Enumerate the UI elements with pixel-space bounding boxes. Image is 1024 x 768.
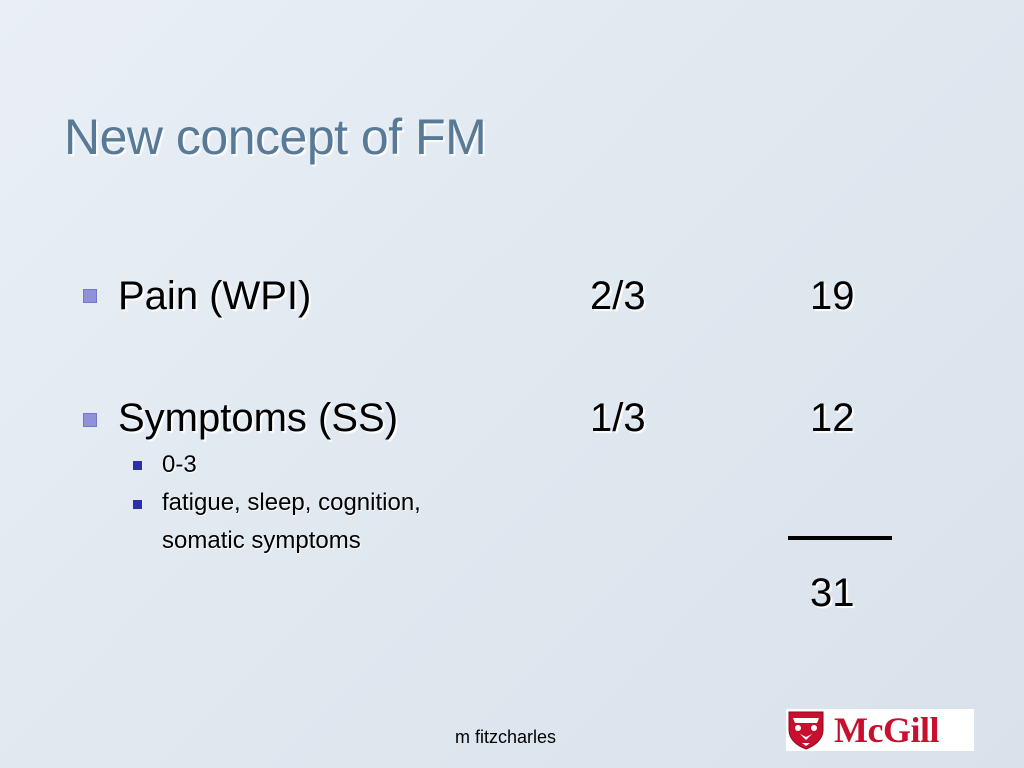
slide-title: New concept of FM [64, 109, 487, 165]
bullet-square-icon [83, 413, 97, 427]
row-score-pain: 19 [810, 274, 855, 318]
sub-bullet-symptom-list-cont: somatic symptoms [162, 527, 361, 554]
sum-rule [788, 536, 892, 540]
row-label-symptoms: Symptoms (SS) [118, 396, 399, 440]
row-score-symptoms: 12 [810, 396, 855, 440]
footer-author: m fitzcharles [455, 727, 557, 747]
sub-bullet-square-icon [133, 461, 142, 470]
mcgill-logo: McGill [786, 709, 974, 751]
shield-icon [788, 711, 824, 750]
sub-bullet-square-icon [133, 500, 142, 509]
sub-bullet-symptom-list: fatigue, sleep, cognition, [162, 489, 421, 516]
total-score: 31 [810, 571, 855, 615]
row-label-pain: Pain (WPI) [118, 274, 312, 318]
row-fraction-pain: 2/3 [590, 274, 646, 318]
sub-bullet-range: 0-3 [162, 451, 197, 478]
row-fraction-symptoms: 1/3 [590, 396, 646, 440]
bullet-square-icon [83, 289, 97, 303]
logo-wordmark: McGill [834, 710, 939, 750]
